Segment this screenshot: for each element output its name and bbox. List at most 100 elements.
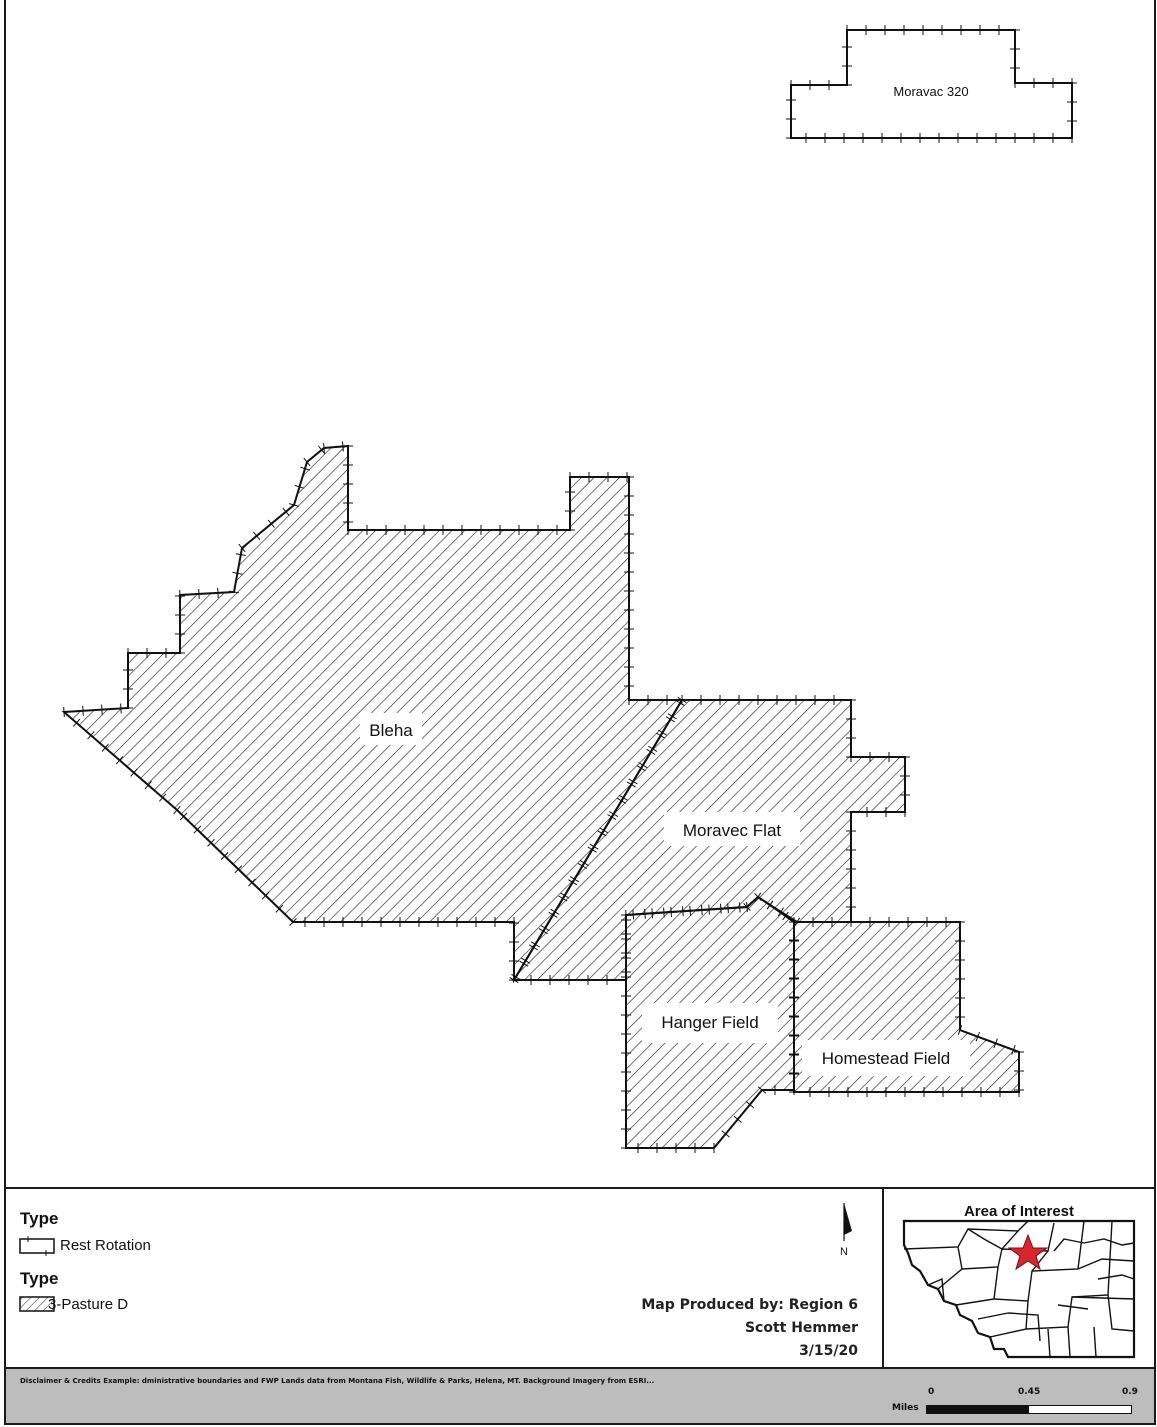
boundary-tick	[568, 879, 578, 886]
label-text-homestead-field: Homestead Field	[822, 1049, 951, 1068]
legend-item-3-pasture: 3-Pasture D	[48, 1296, 129, 1313]
boundary-tick	[248, 878, 256, 887]
legend-heading-2: Type	[20, 1269, 59, 1288]
boundary-tick	[646, 748, 656, 755]
boundary-tick	[720, 903, 722, 914]
boundary-tick	[663, 907, 665, 918]
boundary-tick	[300, 466, 310, 471]
boundary-tick	[87, 731, 95, 740]
boundary-tick	[708, 904, 710, 915]
boundary-tick	[1011, 1045, 1016, 1055]
boundary-tick	[63, 706, 65, 718]
label-hanger-field: Hanger Field	[642, 1003, 778, 1043]
boundary-tick	[261, 891, 270, 900]
boundary-tick	[651, 908, 653, 919]
map-frame[interactable]: Moravac 320 Bleha Moravec Flat Hanger Fi…	[4, 0, 1156, 1189]
boundary-tick	[745, 1101, 755, 1109]
boundary-tick	[303, 457, 311, 467]
boundary-tick	[318, 445, 326, 455]
boundary-tick	[777, 907, 785, 917]
boundary-tick	[727, 903, 729, 914]
label-bg	[664, 812, 800, 846]
boundary-tick	[144, 780, 152, 790]
boundary-tick	[993, 1038, 998, 1049]
montana-inset-map	[902, 1219, 1136, 1359]
boundary-tick	[607, 814, 617, 821]
boundary-tick	[538, 928, 548, 935]
label-homestead-field: Homestead Field	[802, 1040, 970, 1076]
boundary-tick	[648, 745, 658, 752]
boundary-tick	[115, 756, 124, 765]
label-bg	[802, 1040, 970, 1076]
boundary-tick	[597, 830, 607, 837]
boundary-tick	[670, 906, 672, 918]
credit-date: 3/15/20	[799, 1343, 858, 1359]
boundary-tick	[530, 941, 540, 948]
boundary-tick	[82, 705, 84, 716]
boundary-tick	[782, 911, 789, 921]
boundary-tick	[618, 794, 628, 801]
boundary-tick	[234, 865, 243, 874]
boundary-tick	[179, 589, 181, 601]
inset-panel: Area of Interest	[882, 1189, 1156, 1369]
boundary-tick	[521, 957, 531, 964]
scale-bar-dark-segment	[927, 1406, 1029, 1413]
label-moravac-320: Moravac 320	[893, 84, 968, 99]
boundary-tick	[217, 587, 219, 598]
boundary-tick	[636, 765, 646, 772]
label-bg	[642, 1003, 778, 1043]
boundary-tick	[656, 732, 666, 739]
boundary-tick	[682, 906, 684, 917]
boundary-tick	[101, 704, 103, 715]
boundary-tick	[238, 543, 246, 553]
boundary-tick	[628, 778, 638, 785]
boundary-tick	[179, 812, 188, 821]
boundary-tick	[701, 904, 703, 916]
boundary-tick	[323, 442, 325, 454]
boundary-tick	[519, 960, 529, 967]
scale-tick-max: 0.9	[1122, 1387, 1138, 1397]
north-arrow-icon: N	[840, 1203, 852, 1258]
boundary-tick	[548, 911, 558, 918]
legend-panel: Type Rest Rotation Type 3-Pasture D N Ma…	[4, 1189, 884, 1369]
label-text-moravec-flat: Moravec Flat	[683, 821, 782, 840]
footer-bar: Disclaimer & Credits Example: dministrat…	[4, 1369, 1156, 1425]
boundary-tick	[577, 862, 587, 869]
scale-tick-0: 0	[928, 1387, 935, 1397]
map-canvas[interactable]: Moravac 320 Bleha Moravec Flat Hanger Fi…	[6, 0, 1156, 1189]
label-moravec-flat: Moravec Flat	[664, 812, 800, 846]
boundary-tick	[198, 588, 200, 599]
boundary-tick	[289, 503, 299, 507]
boundary-tick	[609, 811, 619, 818]
boundary-tick	[193, 825, 202, 834]
boundary-tick	[675, 700, 685, 707]
boundary-tick	[625, 909, 627, 921]
boundary-tick	[579, 859, 589, 866]
boundary-tick	[267, 519, 275, 528]
boundary-tick	[159, 793, 167, 802]
label-text-hanger-field: Hanger Field	[661, 1013, 758, 1032]
boundary-tick	[511, 973, 521, 980]
boundary-tick	[766, 900, 774, 910]
legend-item-rest-rotation: Rest Rotation	[60, 1237, 151, 1254]
county-boundaries	[903, 1220, 1135, 1358]
boundary-tick	[101, 743, 109, 752]
boundary-tick	[275, 904, 284, 913]
label-text-bleha: Bleha	[369, 721, 413, 740]
boundary-tick	[72, 718, 81, 727]
scale-unit: Miles	[892, 1403, 919, 1413]
boundary-tick	[599, 827, 609, 834]
label-bleha: Bleha	[360, 713, 422, 745]
boundary-tick	[657, 729, 667, 736]
boundary-tick	[282, 507, 290, 516]
boundary-tick	[975, 1031, 980, 1042]
boundary-tick	[757, 1086, 767, 1094]
hatched-pasture-swatch-icon	[19, 1296, 55, 1312]
boundary-tick	[632, 909, 635, 920]
area-of-interest-star-icon	[1007, 1233, 1049, 1271]
boundary-tick	[253, 531, 261, 541]
boundary-tick	[130, 768, 138, 777]
boundary-tick	[220, 852, 229, 860]
boundary-tick	[560, 892, 570, 899]
boundary-tick	[229, 590, 239, 594]
